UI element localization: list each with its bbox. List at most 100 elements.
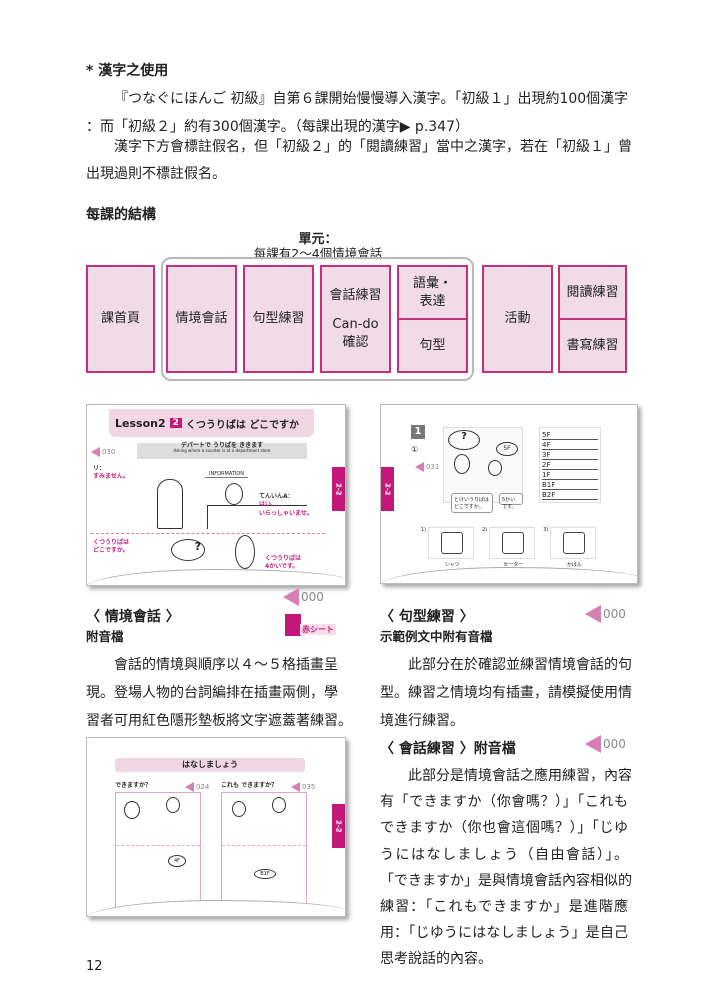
lesson-number: 2	[169, 418, 182, 428]
conv-line: 用：「じゆうにはなしましょう」是自己	[380, 925, 628, 942]
box-reading-label: 閱讀練習	[566, 284, 619, 300]
chapter-tab: 2-2	[332, 467, 345, 511]
box-writing: 書寫練習	[558, 318, 627, 373]
kanji-para1-line1: 『つなぐにほんご 初級』自第６課開始慢慢導入漢字。「初級１」出現約100個漢字	[114, 91, 629, 107]
red-sheet-icon	[285, 614, 301, 636]
box-sentence-label: 句型	[419, 337, 446, 353]
floor-row: B1F	[542, 480, 598, 490]
vocab-item: 3) かばん	[543, 527, 597, 568]
vocab-item: 2)セーター	[482, 527, 536, 568]
chapter-tab: 2-2	[332, 804, 345, 848]
conv-line: うにはなしましょう（自由會話）」。	[380, 846, 628, 863]
dialog-line: 習者可用紅色隱形墊板將文字遮蓋著練習。	[86, 713, 352, 729]
item-number: ①	[411, 445, 419, 454]
conv-line: 「できますか」是與情境會話內容相似的	[380, 872, 632, 889]
scene-title: デパートで うりばを ききます	[180, 442, 264, 449]
conv-line: できますか（你也會這個嗎？）」「じゆ	[380, 820, 628, 837]
information-sign: INFORMATION	[205, 471, 249, 478]
conversation-page-thumbnail: はなしましょう できますか？ 024 これも できますか？ 035 4F B1F…	[86, 737, 346, 917]
pattern-line: 此部分在於確認並練習情境會話的句	[408, 657, 632, 673]
kanji-para1-line2: ：而「初級２」約有300個漢字。（每課出現的漢字▶ p.347）	[86, 119, 469, 135]
lesson-label: Lesson2	[115, 416, 166, 430]
question-bubble: ?	[171, 539, 205, 561]
conv-line: 思考說話的內容。	[380, 951, 492, 968]
floor-bubble: 4F	[168, 855, 186, 867]
unit-group	[161, 257, 474, 381]
answer-box: 5かいです。	[499, 493, 523, 510]
dialog-title: 〈 情境會話 〉	[86, 609, 180, 625]
line-a1: くつうりばは	[265, 555, 302, 562]
dialog-subtitle: 附音檔	[86, 629, 124, 644]
vocab-item-number: 1)	[421, 527, 427, 533]
line-clerk1: はい、	[259, 501, 278, 509]
audio-icon: 024	[185, 777, 209, 796]
vocab-item-label: セーター	[503, 562, 524, 568]
audio-icon: 035	[291, 777, 315, 796]
vocab-items: 1) シャツ 2)セーター 3) かばん	[421, 527, 597, 568]
floor-row: 1F	[542, 470, 598, 480]
box-cando-label2: 確認	[342, 334, 369, 350]
floor-row: 4F	[542, 440, 598, 450]
left-heading: できますか？	[115, 782, 152, 789]
kanji-para2-line2: 出現過則不標註假名。	[86, 166, 226, 182]
pattern-title: 〈 句型練習 〉	[380, 609, 474, 625]
left-panel: 4F	[115, 792, 201, 916]
pattern-line: 境進行練習。	[380, 713, 464, 729]
vocab-item-number: 3)	[543, 527, 549, 533]
floor-row: 2F	[542, 460, 598, 470]
box-vocab-label: 語彙・	[412, 275, 452, 291]
kanji-heading: * 漢字之使用	[86, 63, 169, 79]
dialog-line: 會話的情境與順序以４～５格插畫呈	[114, 657, 338, 673]
scene-title-en: Asking where a counter is at a departmen…	[173, 448, 271, 453]
line-q2: どこですか。	[93, 547, 129, 555]
conv-line: 此部分是情境會話之應用練習，內容	[408, 768, 632, 784]
scene-illustration: ? 5F	[443, 427, 523, 503]
pattern-subtitle: 示範例文中附有音檔	[380, 629, 493, 644]
dialog-page-thumbnail: Lesson2 2 くつうりばは どこですか 030 デパートで うりばを きき…	[86, 404, 346, 586]
audio-icon: 031	[415, 457, 439, 476]
clerk-illustration	[225, 483, 243, 505]
lesson-title: くつうりばは どこですか	[185, 419, 300, 431]
unit-title: 單元：	[298, 232, 338, 247]
conv-line: 有「できますか（你會嗎？）」「これも	[380, 794, 628, 811]
conv-line: 練習：「これもできますか」是進階應	[380, 899, 628, 915]
box-sentence: 句型	[397, 318, 468, 373]
structure-heading: 每課的結構	[86, 207, 156, 223]
pattern-line: 型。練習之情境均有插畫，請模擬使用情	[380, 685, 632, 701]
box-pattern-label: 句型練習	[252, 311, 305, 327]
box-activity-label: 活動	[504, 311, 531, 327]
right-panel: B1F	[221, 792, 307, 916]
vocab-item-label: シャツ	[444, 562, 460, 568]
box-cover: 課首頁	[86, 265, 155, 373]
audio-icon: 030	[91, 442, 115, 461]
red-sheet-badge: 赤シート	[300, 624, 336, 635]
page-number: 12	[86, 959, 103, 974]
floor-row: 3F	[542, 450, 598, 460]
chapter-tab: 2-2	[381, 467, 394, 511]
box-pattern: 句型練習	[243, 265, 314, 373]
box-cover-label: 課首頁	[100, 311, 140, 327]
vocab-item: 1) シャツ	[421, 527, 475, 568]
question-box: とけいうりばはどこですか。	[451, 493, 493, 513]
line-a2: 4かいです。	[265, 563, 299, 571]
floor-bubble: 5F	[496, 442, 518, 456]
box-reading: 閱讀練習	[558, 265, 627, 320]
speaker-ri: リ：	[93, 465, 106, 472]
floor-bubble: B1F	[254, 869, 276, 879]
panel-divider	[91, 533, 325, 534]
right-heading: これも できますか？	[221, 782, 278, 789]
floor-row: B2F	[542, 490, 598, 500]
box-vocab: 語彙・ 表達	[397, 265, 468, 320]
floor-bubble	[235, 535, 255, 569]
line-q1: くつうりばは	[93, 539, 130, 546]
box-dialog: 情境會話	[166, 265, 237, 373]
vocab-item-label: かばん	[566, 562, 582, 568]
box-conv-label: 會話練習	[329, 287, 382, 303]
box-cando-label: Can-do	[332, 317, 379, 333]
pattern-audio-icon: 000	[585, 605, 626, 627]
dialog-audio-icon: 000	[283, 588, 324, 610]
box-writing-label: 書寫練習	[566, 337, 619, 353]
line-clerk2: いらっしゃいませ。	[259, 509, 313, 517]
